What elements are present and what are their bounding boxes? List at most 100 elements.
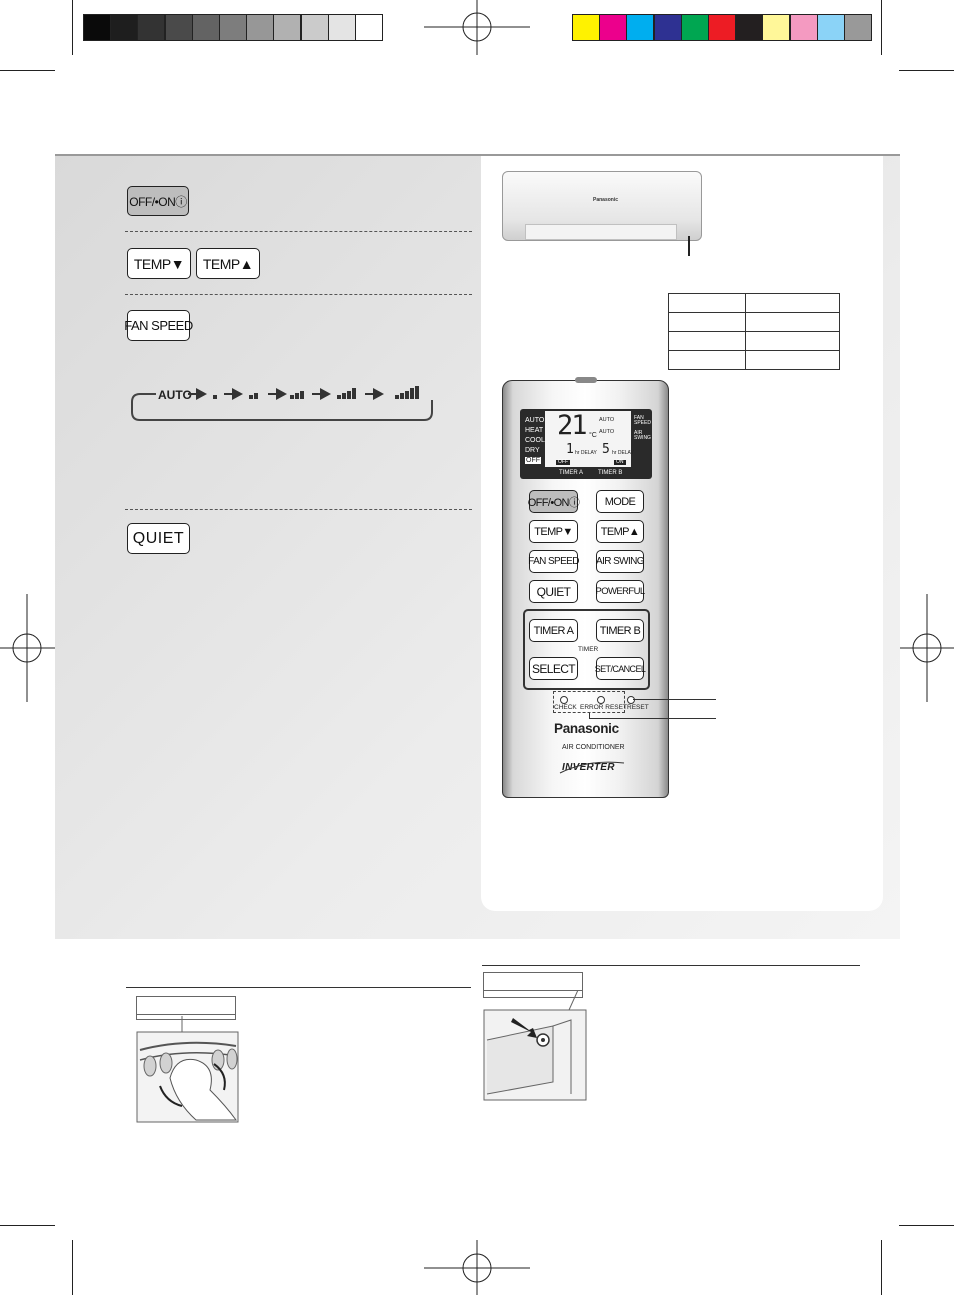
check-button[interactable] — [560, 696, 568, 704]
error-reset-button[interactable] — [597, 696, 605, 704]
remote-mode-button[interactable]: MODE — [596, 490, 644, 513]
lcd-mode-auto: AUTO — [525, 417, 545, 424]
remote-timer-b-button[interactable]: TIMER B — [596, 619, 644, 642]
remote-set-cancel-button[interactable]: SET/CANCEL — [595, 657, 646, 680]
remote-quiet-button[interactable]: QUIET — [529, 580, 578, 603]
indoor-unit: Panasonic — [502, 171, 702, 241]
lcd-mode-heat: HEAT — [525, 427, 544, 434]
remote-ir-window — [575, 377, 597, 383]
indicator-table — [668, 293, 840, 370]
remote-timer-group-label: TIMER — [578, 646, 599, 653]
gray-swatch — [191, 14, 220, 41]
lcd-timer-a-value: 1 — [566, 442, 574, 457]
auto-label: AUTO — [158, 388, 192, 402]
lcd-mode-dry: DRY — [525, 447, 540, 454]
sequence-arrow-line — [268, 393, 278, 395]
reset-button[interactable] — [627, 696, 635, 704]
error-reset-label: ERROR RESET — [580, 704, 627, 711]
lcd-auto-fan: AUTO — [599, 417, 615, 423]
remote-product-label: AIR CONDITIONER — [562, 744, 625, 751]
bottom-right-rule — [482, 965, 860, 966]
color-swatch — [844, 14, 872, 41]
temp-down-key: TEMP▼ — [127, 248, 191, 279]
remote-temp-up-button[interactable]: TEMP▲ — [596, 520, 644, 543]
dashed-divider — [125, 294, 472, 295]
sequence-arrow-icon — [276, 388, 287, 400]
inverter-logo: INVERTER — [562, 762, 615, 773]
registration-mark-bottom — [424, 1240, 530, 1295]
gray-swatch — [83, 14, 111, 41]
check-leader-tick — [589, 713, 590, 719]
indicator-leader — [688, 236, 690, 256]
check-leader-line — [589, 718, 716, 719]
lcd-off-badge: OFF — [556, 459, 570, 465]
remote-timer-a-button[interactable]: TIMER A — [529, 619, 578, 642]
gray-swatch — [137, 14, 166, 41]
remote-lcd-screen — [545, 411, 631, 467]
remote-air-swing-button[interactable]: AIR SWING — [596, 550, 645, 573]
sequence-arrow-line — [312, 393, 322, 395]
lcd-mode-off: OFF — [525, 457, 541, 464]
lcd-timer-b-value: 5 — [602, 442, 610, 457]
fan-speed-key: FAN SPEED — [124, 310, 193, 341]
sequence-arrow-icon — [232, 388, 243, 400]
quiet-key: QUIET — [127, 523, 190, 554]
lcd-timer-b-label: TIMER B — [598, 470, 623, 476]
sequence-arrow-line — [188, 393, 198, 395]
sequence-loop — [131, 393, 433, 421]
fan-level-1-icon — [213, 386, 217, 399]
remote-fan-speed-button[interactable]: FAN SPEED — [528, 550, 579, 573]
remote-temp-down-button[interactable]: TEMP▼ — [529, 520, 578, 543]
lcd-hr-delay-a: hr DELAY — [575, 450, 597, 456]
gray-swatch — [355, 14, 383, 41]
dashed-divider — [125, 231, 472, 232]
registration-mark-top — [424, 0, 530, 55]
louver-adjust-illustration — [136, 1016, 239, 1123]
check-reset-area — [553, 691, 625, 713]
registration-mark-left — [0, 594, 55, 702]
gray-swatch — [300, 14, 329, 41]
unit-outline-small-right — [483, 972, 583, 998]
lcd-temperature: 21 — [557, 410, 587, 441]
remote-select-button[interactable]: SELECT — [529, 657, 578, 680]
fan-level-5-icon — [395, 386, 419, 399]
off-on-key: OFF/•ONⓘ — [127, 186, 189, 216]
lcd-hr-delay-b: hr DELAY — [612, 450, 634, 456]
inverter-swoosh-icon — [559, 761, 625, 774]
remote-brand-logo: Panasonic — [554, 721, 619, 736]
lcd-timer-a-label: TIMER A — [559, 470, 584, 476]
sequence-arrow-line — [365, 393, 375, 395]
unit-outline-small — [136, 996, 236, 1020]
color-swatch — [708, 14, 736, 41]
indoor-front-panel — [525, 224, 677, 240]
fan-level-3-icon — [290, 386, 304, 399]
lcd-auto-swing: AUTO — [599, 429, 615, 435]
remote-off-on-button[interactable]: OFF/•ONⓘ — [528, 490, 580, 513]
bottom-left-rule — [126, 987, 471, 988]
registration-mark-right — [899, 594, 954, 702]
sequence-arrow-icon — [196, 388, 207, 400]
fan-level-4-icon — [337, 386, 356, 399]
reset-leader-line — [633, 699, 716, 700]
dashed-divider — [125, 509, 472, 510]
temp-up-key: TEMP▲ — [196, 248, 260, 279]
lcd-fan-speed-label: FAN SPEED — [634, 415, 651, 426]
color-swatch — [680, 14, 709, 41]
gray-swatch — [110, 14, 139, 41]
lcd-air-swing-label: AIR SWING — [634, 430, 651, 441]
color-swatch — [789, 14, 818, 41]
auto-switch-illustration — [483, 990, 587, 1101]
lcd-temp-unit: °C — [589, 432, 597, 439]
check-label: CHECK — [554, 704, 577, 711]
lcd-mode-cool: COOL — [525, 437, 545, 444]
unit-outline-line-right — [483, 990, 583, 991]
sequence-arrow-icon — [320, 388, 331, 400]
remote-powerful-button[interactable]: POWERFUL — [595, 580, 645, 603]
color-swatch — [762, 14, 791, 41]
fan-level-2-icon — [249, 386, 258, 399]
lcd-on-badge: ON — [614, 459, 626, 465]
indoor-brand: Panasonic — [593, 197, 619, 203]
panel-top-rule — [55, 154, 900, 156]
sequence-arrow-icon — [373, 388, 384, 400]
sequence-arrow-line — [224, 393, 234, 395]
